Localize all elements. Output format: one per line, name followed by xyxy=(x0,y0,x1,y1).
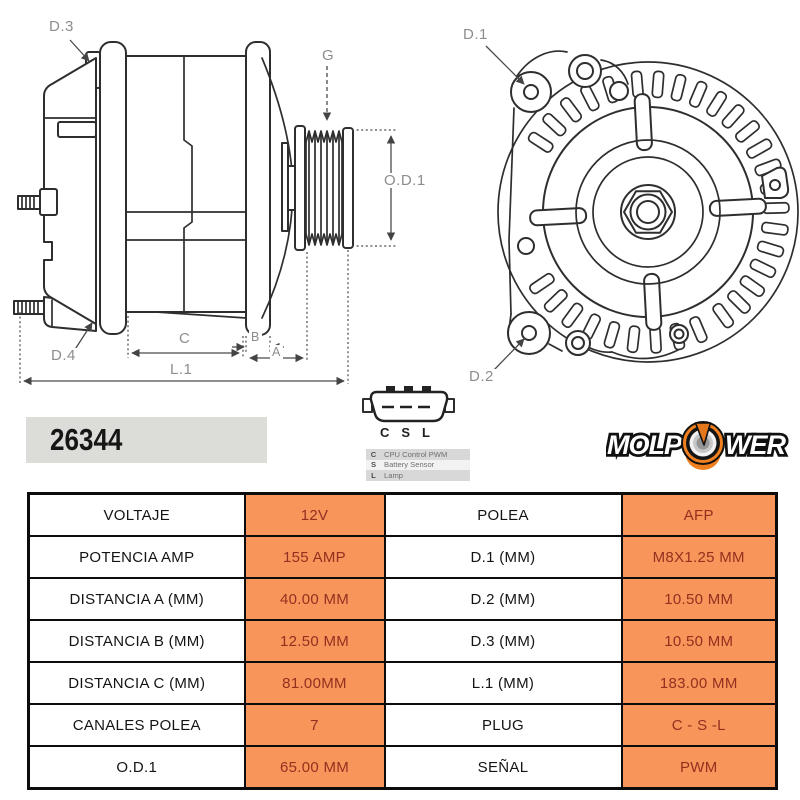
part-number: 26344 xyxy=(50,422,123,457)
spec-value-cell: 81.00MM xyxy=(243,661,386,705)
spec-label-cell: D.3 (MM) xyxy=(383,619,623,663)
pin-l: L xyxy=(422,425,430,440)
spec-row: POTENCIA AMP 155 AMP D.1 (MM) M8X1.25 MM xyxy=(27,535,778,579)
technical-drawing xyxy=(13,39,799,423)
dimension-label-l1: L.1 xyxy=(168,361,195,378)
dimension-label-b: B xyxy=(249,330,262,345)
spec-value-cell: 10.50 MM xyxy=(620,619,778,663)
spec-row: DISTANCIA B (MM) 12.50 MM D.3 (MM) 10.50… xyxy=(27,619,778,663)
spec-label-cell: CANALES POLEA xyxy=(27,703,246,747)
spec-label-cell: POLEA xyxy=(383,492,623,537)
spec-row: CANALES POLEA 7 PLUG C - S -L xyxy=(27,703,778,747)
front-view-drawing xyxy=(485,45,799,371)
spec-label-cell: D.2 (MM) xyxy=(383,577,623,621)
dimension-label-od1: O.D.1 xyxy=(382,172,428,189)
spec-value-cell: 12V xyxy=(243,492,386,537)
legend-row-l: L Lamp xyxy=(366,470,470,481)
spec-value-cell: 10.50 MM xyxy=(620,577,778,621)
spec-label-cell: L.1 (MM) xyxy=(383,661,623,705)
spec-label-cell: SEÑAL xyxy=(383,745,623,790)
spec-value-cell: 40.00 MM xyxy=(243,577,386,621)
spec-label-cell: POTENCIA AMP xyxy=(27,535,246,579)
spec-value-cell: AFP xyxy=(620,492,778,537)
molpower-badge-icon xyxy=(681,421,725,465)
spec-table: VOLTAJE 12V POLEA AFP POTENCIA AMP 155 A… xyxy=(27,492,778,790)
spec-value-cell: 12.50 MM xyxy=(243,619,386,663)
spec-label-cell: DISTANCIA C (MM) xyxy=(27,661,246,705)
legend-key: S xyxy=(370,460,377,470)
spec-label-cell: PLUG xyxy=(383,703,623,747)
dimension-label-g: G xyxy=(320,47,337,64)
dimension-label-d1: D.1 xyxy=(461,26,490,43)
dimension-label-d3: D.3 xyxy=(47,18,76,35)
spec-label-cell: O.D.1 xyxy=(27,745,246,790)
spec-value-cell: 183.00 MM xyxy=(620,661,778,705)
dimension-label-d2: D.2 xyxy=(467,368,496,385)
legend-desc: CPU Control PWM xyxy=(384,449,448,459)
side-view-drawing xyxy=(13,39,398,386)
dimension-label-d4: D.4 xyxy=(49,347,78,364)
spec-label-cell: D.1 (MM) xyxy=(383,535,623,579)
spec-row: DISTANCIA A (MM) 40.00 MM D.2 (MM) 10.50… xyxy=(27,577,778,621)
part-number-panel: 26344 xyxy=(26,417,267,463)
spec-label-cell: DISTANCIA A (MM) xyxy=(27,577,246,621)
molpower-logo: MOLP WER xyxy=(606,421,790,470)
logo-text-left: MOLP xyxy=(607,430,683,460)
legend-desc: Battery Sensor xyxy=(384,460,435,470)
pin-c: C xyxy=(380,425,390,440)
logo-text-right: WER xyxy=(725,430,786,460)
dimension-label-a: A xyxy=(270,345,283,360)
spec-value-cell: C - S -L xyxy=(620,703,778,747)
spec-value-cell: 155 AMP xyxy=(243,535,386,579)
spec-value-cell: M8X1.25 MM xyxy=(620,535,778,579)
legend-row-s: S Battery Sensor xyxy=(366,459,470,471)
spec-row: DISTANCIA C (MM) 81.00MM L.1 (MM) 183.00… xyxy=(27,661,778,705)
spec-value-cell: 7 xyxy=(243,703,386,747)
connector-plug xyxy=(362,386,455,423)
legend-row-c: C CPU Control PWM xyxy=(366,449,470,460)
legend-key: C xyxy=(370,449,377,459)
legend-desc: Lamp xyxy=(384,470,403,480)
spec-row: VOLTAJE 12V POLEA AFP xyxy=(27,492,778,537)
connector-legend: C CPU Control PWM S Battery Sensor L Lam… xyxy=(366,449,470,481)
spec-label-cell: DISTANCIA B (MM) xyxy=(27,619,246,663)
pin-s: S xyxy=(401,425,411,440)
connector-pin-labels: C S L xyxy=(380,425,430,440)
spec-value-cell: PWM xyxy=(620,745,778,790)
legend-key: L xyxy=(371,470,376,480)
spec-label-cell: VOLTAJE xyxy=(27,492,246,537)
spec-row: O.D.1 65.00 MM SEÑAL PWM xyxy=(27,745,778,790)
spec-value-cell: 65.00 MM xyxy=(243,745,386,790)
dimension-label-c: C xyxy=(177,330,193,347)
